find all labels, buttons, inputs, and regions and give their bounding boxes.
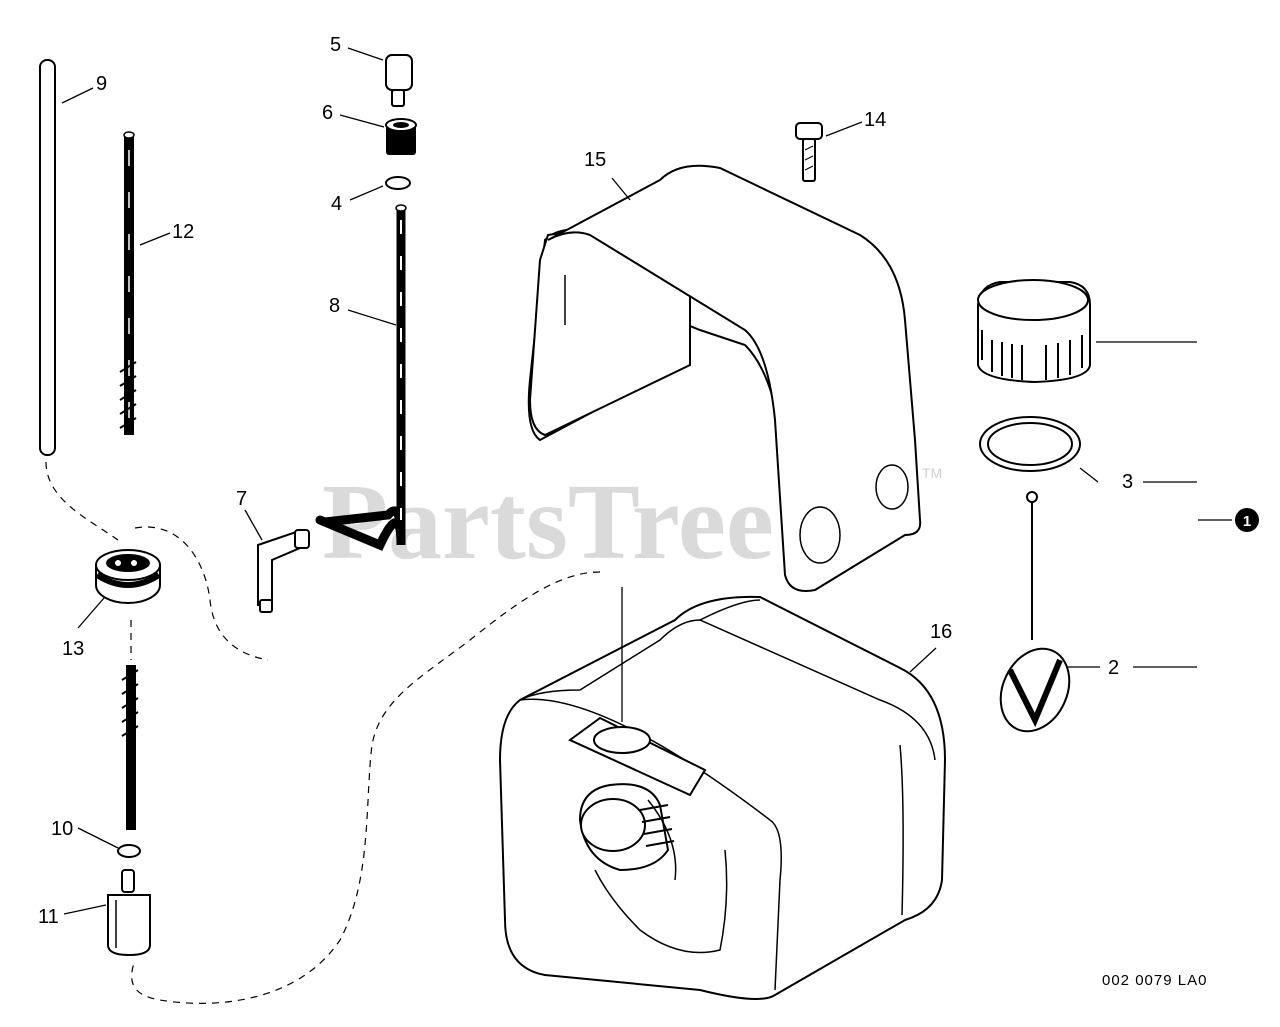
callout-4: 4 [331, 193, 342, 215]
part-12-fuel-line [119, 131, 137, 435]
part-3-gasket [979, 416, 1081, 472]
part-12-lower-line [121, 665, 139, 830]
drawing-code: 002 0079 LA0 [1102, 972, 1207, 989]
callout-6: 6 [322, 102, 333, 124]
leader-lines [61, 47, 1232, 915]
part-8-hose [315, 204, 407, 551]
part-7-elbow [257, 529, 310, 613]
callout-15: 15 [584, 149, 606, 171]
callout-14: 14 [864, 109, 886, 131]
callout-12: 12 [172, 221, 194, 243]
callout-16: 16 [930, 621, 952, 643]
callout-5: 5 [330, 34, 341, 56]
callout-8: 8 [329, 295, 340, 317]
callout-10: 10 [51, 818, 73, 840]
callout-1-badge: 1 [1235, 508, 1259, 532]
part-11-filter [107, 869, 151, 957]
callout-11: 11 [38, 906, 59, 928]
part-6-bushing [385, 118, 417, 155]
part-15-bracket [527, 164, 922, 592]
part-16-fuel-tank [498, 595, 947, 1000]
part-14-bolt [795, 122, 823, 182]
part-5-fitting [385, 54, 413, 107]
callout-9: 9 [96, 73, 107, 95]
part-4-o-ring [385, 176, 411, 190]
part-9-tube [39, 59, 56, 456]
callout-13: 13 [62, 638, 84, 660]
part-13-grommet [95, 549, 161, 604]
part-10-o-ring [117, 844, 141, 858]
assembly-guide-lines [45, 461, 601, 1004]
callout-labels: 9 12 5 6 4 8 7 13 10 11 14 15 16 3 2 [38, 34, 1133, 928]
part-cap [977, 279, 1091, 384]
callout-2: 2 [1108, 657, 1119, 679]
callout-1: 1 [1243, 513, 1251, 530]
part-2-pendant [999, 491, 1071, 733]
watermark-trademark: TM [922, 465, 942, 481]
callout-7: 7 [236, 488, 247, 510]
callout-3: 3 [1122, 471, 1133, 493]
